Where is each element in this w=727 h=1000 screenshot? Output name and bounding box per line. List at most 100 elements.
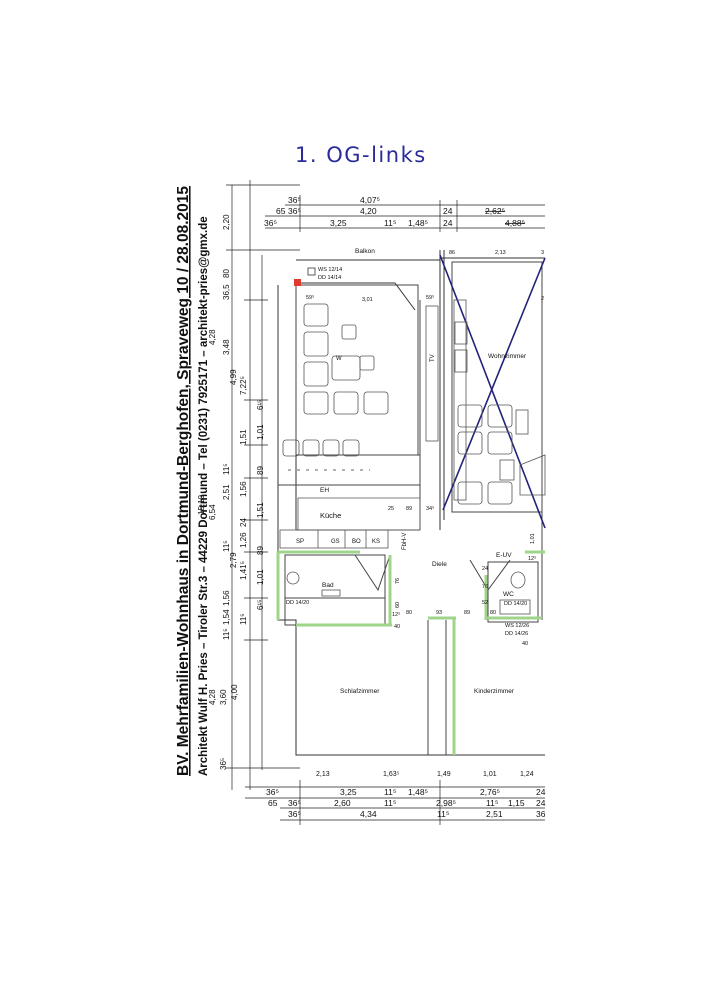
dim-label: 36: [536, 809, 546, 819]
dim-label: 2,13: [495, 250, 506, 256]
top-dimension-lines: [265, 195, 545, 232]
dim-label: 76: [395, 578, 401, 584]
room-balkon: Balkon: [355, 248, 375, 255]
dim-label: 36,5: [222, 284, 231, 300]
dim-label: 2,76⁵: [480, 787, 500, 797]
dim-label: 1,49: [437, 771, 451, 778]
dim-label: 12⁵: [528, 555, 536, 562]
room-kueche: Küche: [320, 511, 341, 520]
dim-label: 1,15: [508, 798, 525, 808]
dim-label: 6,54: [208, 504, 217, 520]
dim-label: 24: [239, 518, 248, 527]
dim-label: 80: [490, 610, 496, 616]
dim-label: 11⁵: [384, 798, 396, 808]
dim-label: 24: [536, 798, 546, 808]
dim-label: 1,51: [256, 502, 265, 518]
dim-label: 76: [482, 584, 488, 590]
dim-label: 2,51: [486, 809, 503, 819]
dim-label: 4,07⁵: [360, 195, 380, 205]
dim-label: 3: [541, 250, 544, 256]
dim-label: 11⁵: [486, 798, 498, 808]
dim-label: 3,25: [330, 218, 347, 228]
room-kinderzimmer: Kinderzimmer: [474, 688, 515, 695]
label-ks: KS: [372, 539, 380, 545]
note-dd-top: DD 14/14: [318, 275, 341, 281]
left-dimension-labels: 2,20 80 36,5 4,28 3,48 4,99 7,22⁵ 6¹⁵ 1,…: [197, 214, 265, 770]
project-title: BV. Mehrfamilien-Wohnhaus in Dortmund-Be…: [175, 186, 192, 776]
dim-label: 1,26: [239, 532, 248, 548]
dim-label: 40: [394, 624, 400, 630]
dim-label: 36⁵: [288, 809, 301, 819]
plan-dimension-labels: 86 2,13 3 59⁵ 3,01 59⁵ 25 89 34⁵ 76 60 1…: [306, 250, 544, 647]
dim-label: 6¹⁵: [256, 400, 265, 410]
label-bo: BO: [352, 539, 361, 545]
dim-label: 60: [395, 602, 401, 608]
dim-label: 86: [449, 250, 455, 256]
dim-label: 11⁵: [222, 540, 231, 552]
dim-label: 36⁵: [264, 218, 277, 228]
dim-label: 89: [256, 546, 265, 555]
dim-label: 3,60: [219, 689, 228, 705]
dim-label: 59⁵: [426, 294, 434, 301]
appliance-labels: SP GS BO KS TV W FbH-V: [296, 354, 436, 550]
room-wohnzimmer: Wohnzimmer: [488, 353, 527, 360]
dim-label: 4,34: [360, 809, 377, 819]
dim-label: 4,28: [208, 329, 217, 345]
dim-label: 1,56: [239, 481, 248, 497]
dim-label: 65: [268, 798, 278, 808]
dim-label: 1,63⁵: [383, 771, 400, 778]
dim-label: 7,22⁵: [239, 376, 248, 395]
dim-label: 6¹⁵: [256, 600, 265, 610]
note-ws-top: WS 12/14: [318, 267, 342, 273]
dim-label: 40: [522, 641, 528, 647]
dim-label: 1,41⁵: [239, 561, 248, 580]
dim-label: 15,10: [197, 494, 206, 515]
dim-label: 11⁵: [222, 628, 231, 640]
dim-label: 24: [443, 218, 453, 228]
architect-line: Architekt Wulf H. Pries – Tiroler Str.3 …: [198, 216, 210, 776]
dim-label: 4,88⁵: [505, 218, 525, 228]
dim-label: 24: [536, 787, 546, 797]
room-eh: EH: [320, 487, 329, 494]
room-schlafzimmer: Schlafzimmer: [340, 688, 380, 695]
note-dd-wc: DD 14/20: [504, 601, 527, 607]
label-w: W: [336, 356, 342, 362]
dim-label: 2,60: [334, 798, 351, 808]
note-ws-bottom: WS 12/26: [505, 623, 529, 629]
dim-label: 2,13: [316, 771, 330, 778]
dim-label: 3,48: [222, 339, 231, 355]
dim-label: 36⁵: [266, 787, 279, 797]
label-sp: SP: [296, 539, 304, 545]
dim-label: 52: [482, 600, 488, 606]
dim-label: 4,20: [360, 206, 377, 216]
strike-through-cross: [439, 254, 546, 529]
furniture: [279, 299, 546, 615]
dim-label: 2,51: [222, 484, 231, 500]
dim-label: 1,01: [256, 424, 265, 440]
dim-label: 11⁵: [437, 809, 449, 819]
dim-label: 11⁵: [384, 787, 396, 797]
dim-label: 4,28: [208, 689, 217, 705]
left-dimension-lines: [226, 180, 300, 790]
dim-label: 24: [482, 566, 488, 572]
note-dd-bad: DD 14/20: [286, 600, 309, 606]
dim-label: 2,79: [229, 552, 238, 568]
note-dd-bottom: DD 14/26: [505, 631, 528, 637]
bottom-dimension-labels: 2,13 1,63⁵ 1,49 1,01 1,24 36⁵ 3,25 11⁵ 1…: [266, 771, 546, 819]
label-gs: GS: [331, 539, 340, 545]
top-dimension-labels: 36⁵ 4,07⁵ 65 36⁵ 4,20 24 2,62⁵ 36⁵ 3,25 …: [264, 195, 525, 228]
dim-label: 2,20: [222, 214, 231, 230]
dim-label: 80: [406, 610, 412, 616]
dim-label: 2: [541, 296, 544, 302]
small-box-icon: [307, 267, 316, 276]
dim-label: 1,01: [530, 533, 536, 544]
dim-label: 24: [443, 206, 453, 216]
wall-notes: WS 12/14 DD 14/14 DD 14/20 WS 12/26 DD 1…: [286, 267, 529, 637]
dim-label: 34⁵: [426, 505, 434, 512]
dim-label: 89: [256, 466, 265, 475]
dim-label: 1,01: [483, 771, 497, 778]
dim-label: 2,98⁵: [436, 798, 456, 808]
dim-label: 89: [406, 506, 412, 512]
dim-label: 2,62⁵: [485, 206, 505, 216]
